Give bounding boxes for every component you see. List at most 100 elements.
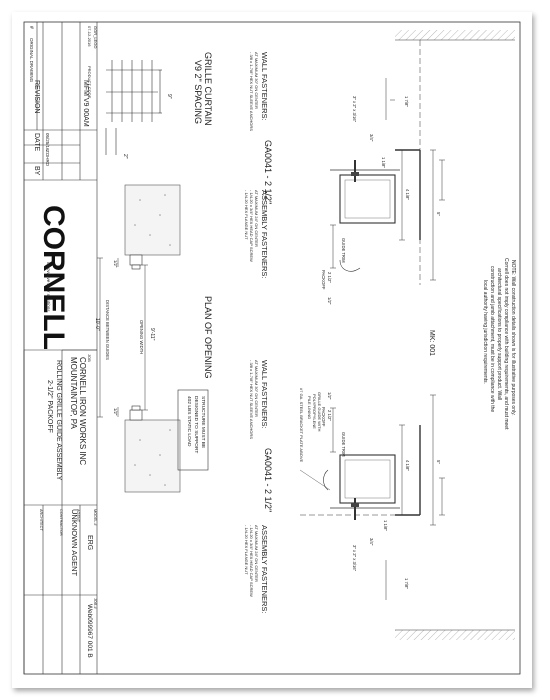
by-label: BY [33,166,40,176]
right-asm-note-3: - 1/4-20 HEX FLANGE NUT [244,525,249,575]
left-jamb [124,184,181,256]
distance-dim: 10'-0" [94,318,100,331]
right-dim-packoff: PACKOFF [321,407,326,427]
right-dim-1-78: 1 7/8" [404,578,409,589]
drawing-title-1: ROLLING GRILLE GUIDE ASSEMBLY [55,360,62,481]
left-part-number: GA0041 - 2 1/2" [263,140,273,204]
right-wall-hatch [395,630,515,640]
by-value: ZOHRD [45,150,50,167]
drawn-by: GGR_LEGO [93,26,98,48]
product-code: MFM V9 00AM [82,80,89,127]
left-wall-fasteners: WALL FASTENERS: [260,52,269,121]
right-assembly-fasteners: ASSEMBLY FASTENERS: [260,525,269,614]
company-name: CORNELL IRON WORKS INC [78,357,87,465]
right-dim-5: 5" [436,460,441,464]
product-code-label: PRODUCT CODE [87,66,92,99]
left-wall-note-2: - 3/8 x 1-7/8" HEX NUT SLEEVE ANCHORS [249,52,254,131]
product-date: 07-12-2016 [87,26,92,47]
job-number-label: JOB # [93,598,97,609]
job-number-value: Web099967 001 B [86,604,93,658]
original-drawing-label: ORIGINAL DRAWING [29,38,34,83]
structure-note-2: DESIGNED TO SUPPORT [193,396,199,453]
right-guide-channel [339,454,396,504]
left-dim-packoff: PACKOFF [321,270,326,290]
date-value: 05/25/16 [45,133,50,151]
left-assembly-fasteners: ASSEMBLY FASTENERS: [260,190,269,279]
distance-label: DISTANCE BETWEEN GUIDES [105,300,110,360]
right-asm-note-1: AT MAXIMUM 24" ON CENTER [254,525,259,582]
grille-dim-9: 9" [166,94,172,99]
model-label: MODEL # [93,509,97,526]
right-wall-fasteners: WALL FASTENERS: [260,360,269,429]
left-guide-channel [339,174,396,224]
left-asm-note-2: - 1/4-20 x 3/4" HEX HEAD CAP SCREW [249,190,254,262]
left-dim-2-12: 2 1/2" [327,272,332,283]
right-dim-2-12: 2 1/2" [327,410,332,421]
drawing-title-2: 2-1/2" PACKOFF [46,380,53,433]
structure-note-3: 402 LBS STATIC LOAD [186,396,192,447]
right-guide-detail [299,394,515,640]
left-dim-4-18: 4 1/8" [405,189,410,200]
grille-title-2: V9 2" SPACING [193,60,203,124]
grille-dim-2: 2" [122,154,128,159]
left-guide-trim: GUIDE TRIM [341,238,346,263]
left-dim-12: 1/2" [327,297,332,305]
left-dim-5: 5" [436,212,441,216]
left-dim-1-78: 1 7/8" [404,96,409,107]
company-city: MOUNTAINTOP, PA [69,357,78,430]
grille-title-1: GRILLE CURTAIN [203,52,213,126]
architect-label: ARCHITECT [39,509,43,531]
model-value: ERG [86,535,93,550]
note-line-2: Cornell does not imply compliance with b… [503,258,509,430]
left-angle: 3" x 2" x 3/16" [352,96,357,123]
note-line-5: local authority having jurisdiction requ… [482,280,488,384]
right-wall-note-2: - 3/8 x 1-7/8" HEX NUT SLEEVE ANCHORS [249,360,254,439]
title-block [23,22,98,674]
mark-number: MK: 001 [428,330,435,356]
logo-wordmark: CORNELL [37,205,70,350]
right-asm-note-2: - 1/4-20 x 3/4" HEX HEAD CAP SCREW [249,525,254,597]
left-asm-note-3: - 1/4-20 HEX FLANGE NUT [244,190,249,240]
sheet-number-label: # [28,26,34,29]
right-wall-note-1: AT MAXIMUM 30" ON CENTER [254,360,259,417]
right-liner-1: GRILLE GUIDE WITH [317,392,322,431]
contractor-label: CONTRACTOR [59,509,63,536]
job-label: JOB [87,354,92,362]
right-liner-2: POLYPROPYLENE [312,394,317,429]
side-dim-left: 1/2" [113,260,118,268]
agent-label: AGENT [76,509,80,523]
left-wall-note-1: AT MAXIMUM 30" ON CENTER [254,52,259,109]
sheet-border [23,21,521,675]
right-dim-34: 3/4" [369,538,374,546]
structure-note-1: STRUCTURE MUST BE [200,396,206,448]
opening-dim: 9'-11" [149,328,155,341]
wall-note: NOTE: Wall construction details shown is… [482,258,516,430]
note-line-4: construction and jamb attachment, must b… [489,266,495,412]
left-dim-34: 3/4" [369,134,374,142]
agent-value: UNKNOWN AGENT [70,509,79,577]
plan-title: PLAN OF OPENING [203,296,213,379]
plan-of-opening [97,184,209,493]
date-label: DATE [33,133,40,151]
side-dim-right: 1/2" [113,408,118,416]
note-line-1: NOTE: Wall construction details shown is… [510,260,516,416]
right-bracket-note: #7 GA. STEEL BRACKET PLATE ABOVE [299,388,304,463]
right-angle: 3" x 2" x 3/16" [352,545,357,572]
left-wall-hatch [395,30,515,40]
cornell-logo: CORNELL innovative door solutions. [37,205,70,350]
left-dim-1-18: 1 1/8" [381,157,386,168]
right-jamb [124,419,181,493]
structure-note-box [177,389,209,471]
right-part-number: GA0041 - 2 1/2" [263,448,273,512]
right-dim-1-18: 1 1/8" [383,520,388,531]
left-guide-detail [330,30,515,285]
note-line-3: architectural specifications to properly… [496,268,502,400]
left-asm-note-1: AT MAXIMUM 24" ON CENTER [254,190,259,247]
revision-label: REVISION [33,80,40,113]
right-liner-3: PILE LINING [307,396,312,419]
logo-tagline: innovative door solutions. [46,262,51,313]
right-dim-12: 1/2" [327,392,332,400]
right-guide-trim: GUIDE TRIM [341,432,346,457]
drawing-sheet [12,12,532,688]
